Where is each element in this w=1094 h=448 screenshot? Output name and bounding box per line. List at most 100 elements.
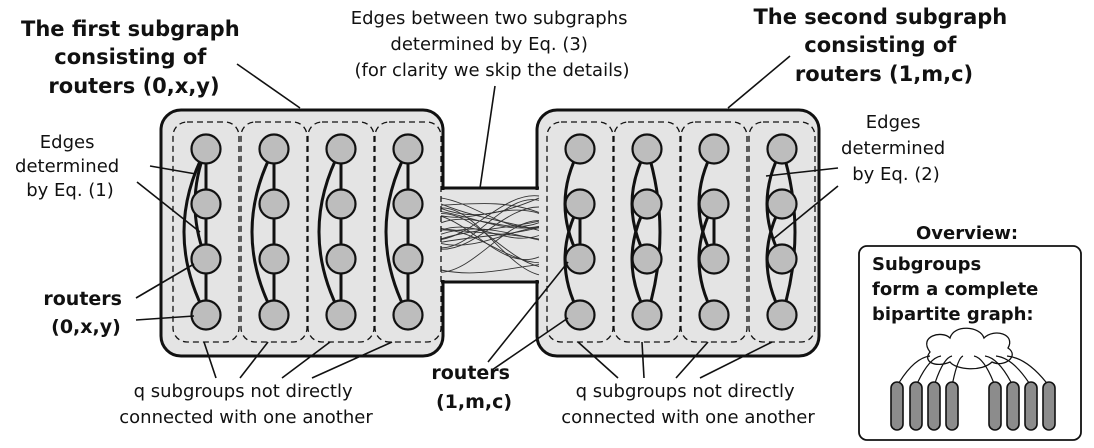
subgroup-box (307, 121, 375, 343)
router-node (190, 133, 222, 165)
subgroup-box (172, 121, 240, 343)
router-node (258, 299, 290, 331)
router-node (392, 133, 424, 165)
router-edge (182, 148, 208, 316)
pointer-lines (135, 55, 839, 379)
subgroup-box (613, 121, 681, 343)
pointer-edges-between (479, 85, 496, 189)
subgroup-pill (909, 381, 923, 431)
subgroup-pill (890, 381, 904, 431)
router-node (325, 188, 357, 220)
subgroup-box (680, 121, 748, 343)
router-node (258, 188, 290, 220)
bipartite-link (984, 355, 1014, 387)
router-node (392, 243, 424, 275)
subgroups-right-label: q subgroups not directly connected with … (561, 381, 815, 428)
subgroup-box (546, 121, 614, 343)
pointer-subgroup-left-2 (239, 341, 269, 379)
pointer-eq2-a (765, 167, 839, 177)
pointer-subgroup-left-3 (281, 341, 331, 379)
router-node (325, 133, 357, 165)
overview-text: Subgroups form a complete bipartite grap… (872, 254, 1045, 325)
pointer-routers-0xy-a (135, 263, 195, 299)
first-subgraph-label: The first subgraph consisting of routers… (21, 17, 247, 98)
cross-edge (440, 211, 540, 229)
router-node (766, 243, 798, 275)
subgroups-left-label: q subgroups not directly connected with … (119, 381, 373, 428)
cross-edge (440, 220, 540, 240)
bipartite-link (995, 355, 1032, 387)
pointer-eq1-a (149, 165, 197, 175)
router-node (564, 133, 596, 165)
router-node (631, 188, 663, 220)
router-node (698, 243, 730, 275)
cross-edge (440, 199, 540, 249)
router-node (564, 243, 596, 275)
cross-subgraph-edges (440, 195, 540, 276)
pointer-eq1-b (136, 181, 201, 233)
cross-edge (440, 264, 540, 274)
router-node (698, 299, 730, 331)
pointer-subgroup-left-1 (203, 341, 217, 379)
router-node (392, 188, 424, 220)
router-node (190, 243, 222, 275)
pointer-routers-0xy-b (135, 315, 195, 321)
cross-edge (440, 218, 540, 227)
subgroup-pill (1006, 381, 1020, 431)
pointer-subgroup-right-2 (641, 341, 645, 379)
edges-eq2-label: Edges determined by Eq. (2) (841, 112, 951, 185)
router-edge (645, 148, 662, 316)
router-edge (317, 148, 343, 316)
cross-edge (440, 227, 540, 243)
router-edge (250, 148, 276, 316)
router-node (190, 299, 222, 331)
subgroup-pill (988, 381, 1002, 431)
routers-1mc-label: routers (1,m,c) (431, 362, 516, 413)
pointer-routers-1mc-a (487, 261, 569, 363)
overview-title: Overview: (916, 223, 1018, 244)
cross-edge (440, 207, 540, 276)
cross-edge (440, 203, 540, 213)
subgroup-box (374, 121, 442, 343)
router-node (258, 243, 290, 275)
router-node (766, 188, 798, 220)
router-node (631, 299, 663, 331)
pointer-routers-1mc-b (491, 317, 569, 371)
router-subgroups (172, 121, 816, 343)
router-edge (384, 148, 410, 316)
second-subgraph-label: The second subgraph consisting of router… (753, 5, 1014, 86)
cloud-shape (926, 327, 1013, 370)
router-node (766, 133, 798, 165)
router-node (325, 243, 357, 275)
pointer-subgroup-left-4 (311, 341, 393, 379)
subgroup-pill (1042, 381, 1056, 431)
subgroup-pill (1024, 381, 1038, 431)
subgroup-pill (945, 381, 959, 431)
cross-edge (440, 215, 540, 260)
router-node (698, 133, 730, 165)
pointer-subgroup-right-1 (577, 341, 619, 379)
router-node (392, 299, 424, 331)
pointer-second-subgraph (727, 55, 791, 109)
edges-between-label: Edges between two subgraphs determined b… (351, 8, 633, 81)
cross-edge (440, 229, 540, 264)
router-node (258, 133, 290, 165)
router-node (631, 243, 663, 275)
overview-bipartite-illustration (890, 327, 1056, 431)
router-node (698, 188, 730, 220)
bipartite-link (896, 355, 931, 387)
subgroup-box (748, 121, 816, 343)
pointer-first-subgraph (236, 63, 301, 109)
pointer-eq2-b (771, 185, 839, 241)
router-node (564, 188, 596, 220)
router-node (190, 188, 222, 220)
router-node (325, 299, 357, 331)
routers-0xy-label: routers (0,x,y) (43, 288, 128, 338)
cross-edge (440, 227, 540, 240)
router-node (564, 299, 596, 331)
router-node (631, 133, 663, 165)
cross-edge (440, 195, 540, 240)
subgroup-pill (927, 381, 941, 431)
cross-edge (440, 226, 540, 246)
